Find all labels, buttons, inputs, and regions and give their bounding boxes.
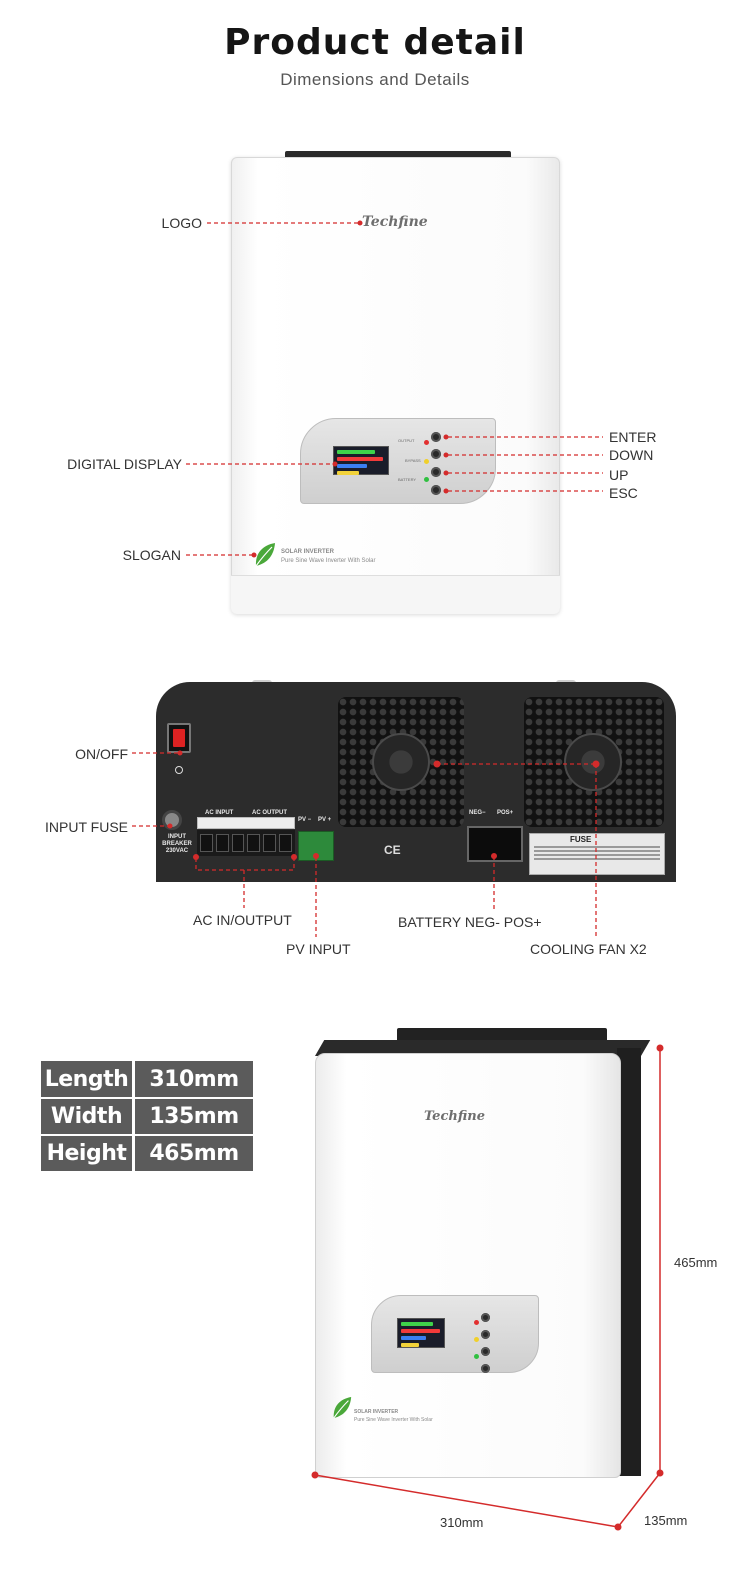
- dim-up-button: [481, 1347, 490, 1356]
- dim-width-label: 135mm: [644, 1513, 688, 1528]
- label-esc: ESC: [609, 485, 638, 501]
- neg-label: NEG−: [469, 810, 486, 816]
- mounting-rail: [285, 151, 511, 160]
- label-battery: BATTERY NEG- POS+: [398, 914, 542, 930]
- spec-length-name: Length: [41, 1061, 132, 1097]
- spec-width-value: 135mm: [135, 1099, 253, 1134]
- label-pv-input: PV INPUT: [286, 941, 351, 957]
- fan-hub-right: [564, 733, 622, 791]
- slogan-subtitle: Pure Sine Wave Inverter With Solar: [281, 558, 376, 564]
- spec-length-value: 310mm: [135, 1061, 253, 1097]
- dim-battery-led: [474, 1354, 479, 1359]
- fuse-title: FUSE: [570, 835, 592, 844]
- label-up: UP: [609, 467, 629, 483]
- breaker-label: INPUT BREAKER 230VAC: [162, 834, 192, 854]
- esc-button[interactable]: [431, 485, 441, 495]
- power-switch[interactable]: [167, 723, 191, 753]
- page-title: Product detail: [224, 22, 526, 63]
- dim-output-led: [474, 1320, 479, 1325]
- dim-slogan-title: SOLAR INVERTER: [354, 1409, 399, 1415]
- dim-leaf-icon: [333, 1397, 352, 1419]
- output-led: [424, 440, 429, 445]
- lcd-display: [333, 446, 389, 475]
- dim-brand-logo: Techfine: [424, 1109, 485, 1124]
- indicator-label-output: OUTPUT: [398, 438, 415, 443]
- dim-bypass-led: [474, 1337, 479, 1342]
- ac-terminal-labels: [197, 817, 295, 829]
- ac-input-label: AC INPUT: [205, 810, 234, 816]
- slogan-title: SOLAR INVERTER: [281, 549, 335, 555]
- pv-connector: [298, 831, 334, 861]
- input-breaker[interactable]: [162, 810, 182, 830]
- ac-terminal-block: [197, 830, 295, 856]
- dim-lcd-display: [397, 1318, 445, 1348]
- label-input-fuse: INPUT FUSE: [45, 819, 128, 835]
- ac-output-label: AC OUTPUT: [252, 810, 287, 816]
- label-on-off: ON/OFF: [75, 746, 128, 762]
- ce-mark: CE: [384, 843, 401, 857]
- leaf-icon: [255, 543, 275, 567]
- label-digital-display: DIGITAL DISPLAY: [67, 456, 182, 472]
- indicator-label-battery: BATTERY: [398, 477, 417, 482]
- dim-height-label: 465mm: [674, 1255, 718, 1270]
- fuse-note-plate: FUSE: [529, 833, 665, 875]
- dim-length-label: 310mm: [440, 1515, 484, 1530]
- label-slogan: SLOGAN: [122, 547, 181, 563]
- battery-terminals: [467, 826, 523, 862]
- battery-led: [424, 477, 429, 482]
- bypass-led: [424, 459, 429, 464]
- spec-width-name: Width: [41, 1099, 132, 1134]
- label-down: DOWN: [609, 447, 654, 463]
- label-logo: LOGO: [161, 215, 202, 231]
- label-ac-in-output: AC IN/OUTPUT: [193, 912, 292, 928]
- pv-minus-label: PV −: [298, 817, 312, 823]
- page-subtitle: Dimensions and Details: [280, 70, 470, 89]
- label-cooling-fan: COOLING FAN X2: [530, 941, 647, 957]
- power-icon: [175, 766, 183, 774]
- indicator-label-bypass: BYPASS: [405, 458, 421, 463]
- inverter-base: [231, 575, 560, 614]
- dim-down-button: [481, 1330, 490, 1339]
- spec-height-value: 465mm: [135, 1136, 253, 1171]
- pv-plus-label: PV +: [318, 817, 332, 823]
- inverter-perspective-image: [315, 1053, 621, 1478]
- pos-label: POS+: [497, 810, 514, 816]
- up-button[interactable]: [431, 467, 441, 477]
- spec-height-name: Height: [41, 1136, 132, 1171]
- inverter-front-image: [231, 157, 560, 614]
- dim-enter-button: [481, 1313, 490, 1322]
- label-enter: ENTER: [609, 429, 657, 445]
- control-panel: [300, 418, 496, 504]
- down-button[interactable]: [431, 449, 441, 459]
- brand-logo: Techfine: [362, 214, 428, 230]
- fan-hub-left: [372, 733, 430, 791]
- dim-slogan-subtitle: Pure Sine Wave Inverter With Solar: [354, 1417, 433, 1423]
- dim-side-panel: [617, 1048, 641, 1476]
- enter-button[interactable]: [431, 432, 441, 442]
- dim-esc-button: [481, 1364, 490, 1373]
